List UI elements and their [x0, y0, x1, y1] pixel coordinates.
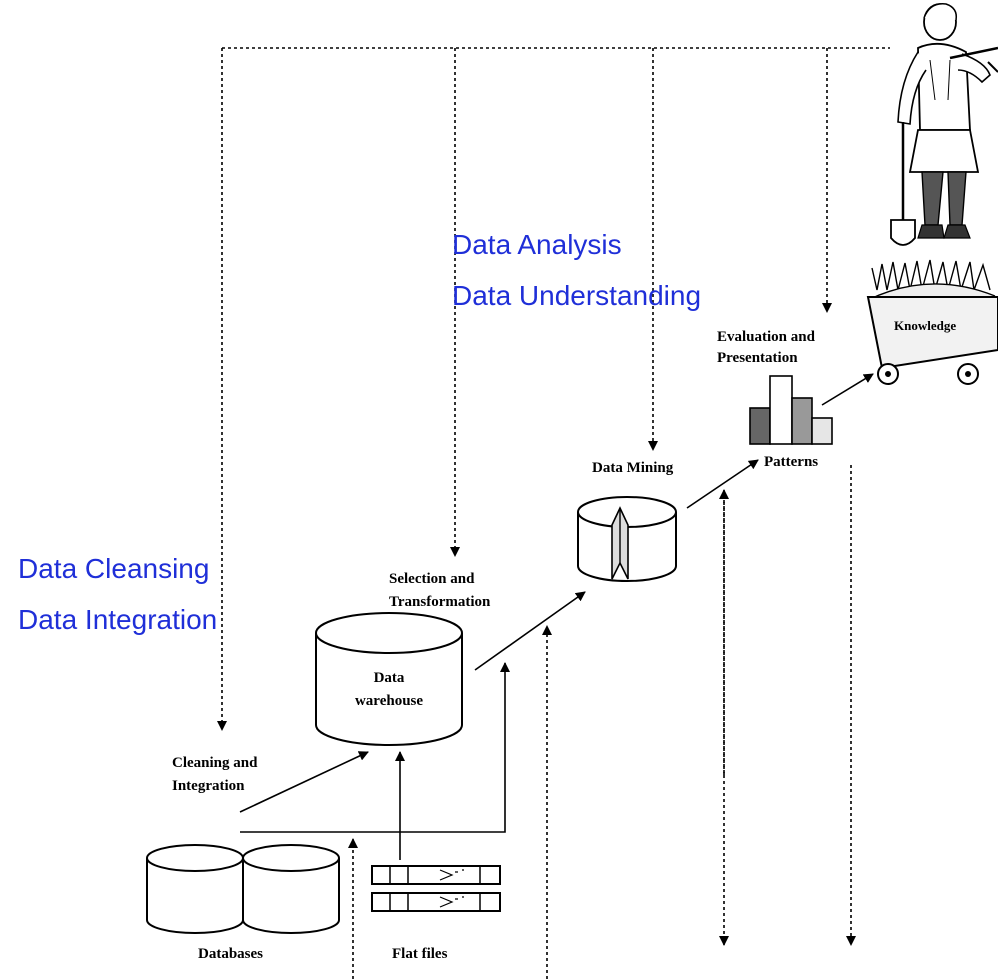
- data-warehouse-icon: [315, 612, 463, 746]
- label-selection-and: Selection and: [389, 571, 475, 587]
- label-cleaning-and: Cleaning and: [172, 755, 258, 771]
- label-warehouse: warehouse: [355, 693, 423, 709]
- label-data-mining: Data Mining: [592, 460, 674, 476]
- knowledge-cart-icon: [866, 259, 998, 385]
- flat-files-icon: [371, 865, 501, 912]
- databases-icon: [146, 844, 340, 934]
- label-patterns: Patterns: [764, 454, 818, 470]
- label-data-cleansing: Data Cleansing: [18, 553, 209, 584]
- label-knowledge: Knowledge: [894, 318, 956, 333]
- label-databases: Databases: [198, 946, 263, 962]
- label-evaluation-and: Evaluation and: [717, 329, 816, 345]
- data-mining-icon: [577, 496, 677, 582]
- label-integration: Integration: [172, 778, 245, 794]
- label-transformation: Transformation: [389, 594, 491, 610]
- label-warehouse-data: Data: [374, 670, 405, 686]
- patterns-bar-icon: [749, 375, 833, 445]
- label-data-analysis: Data Analysis: [452, 229, 622, 260]
- label-presentation: Presentation: [717, 350, 798, 366]
- label-data-understanding: Data Understanding: [452, 280, 701, 311]
- flow-arrows: [239, 373, 874, 860]
- label-data-integration: Data Integration: [18, 604, 217, 635]
- miner-person-icon: [890, 3, 998, 246]
- label-flat-files: Flat files: [392, 946, 448, 962]
- feedback-dashed-lines: [217, 47, 890, 979]
